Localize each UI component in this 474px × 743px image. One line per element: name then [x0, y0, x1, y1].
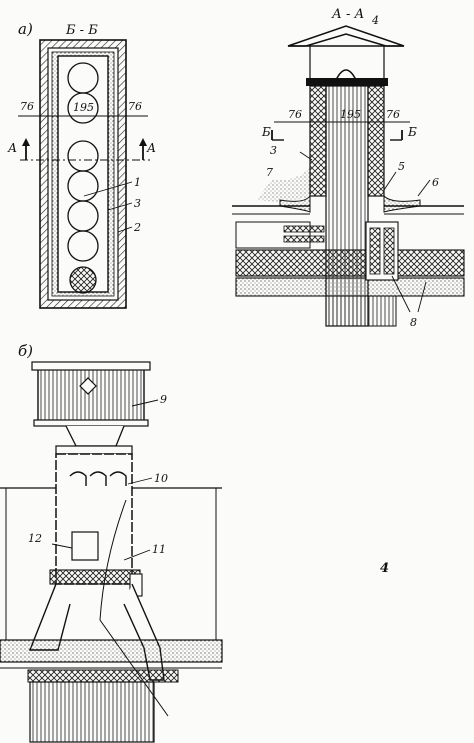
aa-wall-left: [309, 85, 327, 197]
bb-dim-right: 76: [128, 100, 142, 113]
section-aa-title: А - А: [331, 7, 364, 22]
db-callout-10: 10: [154, 472, 168, 485]
db-fan-housing: [37, 365, 145, 423]
aa-cap-roof: [287, 25, 405, 47]
db-callout-9: 9: [160, 393, 167, 406]
aa-cut-right: Б: [407, 125, 417, 139]
aa-wall-right: [367, 85, 385, 197]
db-slab: [0, 639, 223, 663]
bb-callout-3: 3: [134, 197, 141, 210]
panel-b-label: б): [18, 342, 33, 360]
bb-pipes: [67, 62, 99, 294]
bb-dim-center: 195: [73, 101, 94, 114]
bb-pipe: [67, 92, 99, 124]
bb-cut-left: А: [7, 141, 17, 155]
detail-b: 9 10 12 11: [0, 361, 223, 743]
aa-callout-7: 7: [266, 166, 273, 179]
db-transition: [65, 425, 125, 447]
page-number: 4: [380, 561, 389, 576]
db-callout-11: 11: [152, 543, 166, 556]
db-damper: [71, 531, 99, 561]
bb-cut-right: А: [146, 141, 156, 155]
aa-slab-insulation: [235, 249, 465, 277]
bb-callout-1: 1: [134, 176, 141, 189]
aa-cap-ring: [306, 78, 388, 86]
bb-callout-2: 2: [133, 221, 141, 234]
aa-callout-6: 6: [432, 176, 439, 189]
aa-roof-layers: [232, 205, 465, 327]
panel-a-label: a): [18, 20, 33, 38]
bb-pipe: [67, 230, 99, 262]
bb-duct-channel: [57, 55, 109, 293]
section-bb-title: Б - Б: [65, 23, 98, 38]
aa-slab-base: [235, 277, 465, 297]
aa-dim-center: 195: [340, 108, 361, 121]
db-lower-grille: [29, 681, 155, 743]
aa-dim-left: 76: [288, 108, 302, 121]
bb-pipe-hatched: [69, 266, 97, 294]
aa-callout-5: 5: [398, 160, 405, 173]
bb-dim-left: 76: [20, 100, 34, 113]
aa-dim-right: 76: [386, 108, 400, 121]
section-aa: А - А 4 76 195 76 Б Б: [232, 7, 465, 329]
aa-cut-left: Б: [261, 125, 271, 139]
db-mechanism: [49, 569, 141, 585]
aa-callout-8: 8: [410, 316, 417, 329]
section-bb: Б - Б 76 195 76 А А: [7, 23, 156, 309]
db-callout-12: 12: [28, 532, 42, 545]
aa-callout-4: 4: [371, 14, 379, 27]
aa-callout-3: 3: [270, 144, 277, 157]
